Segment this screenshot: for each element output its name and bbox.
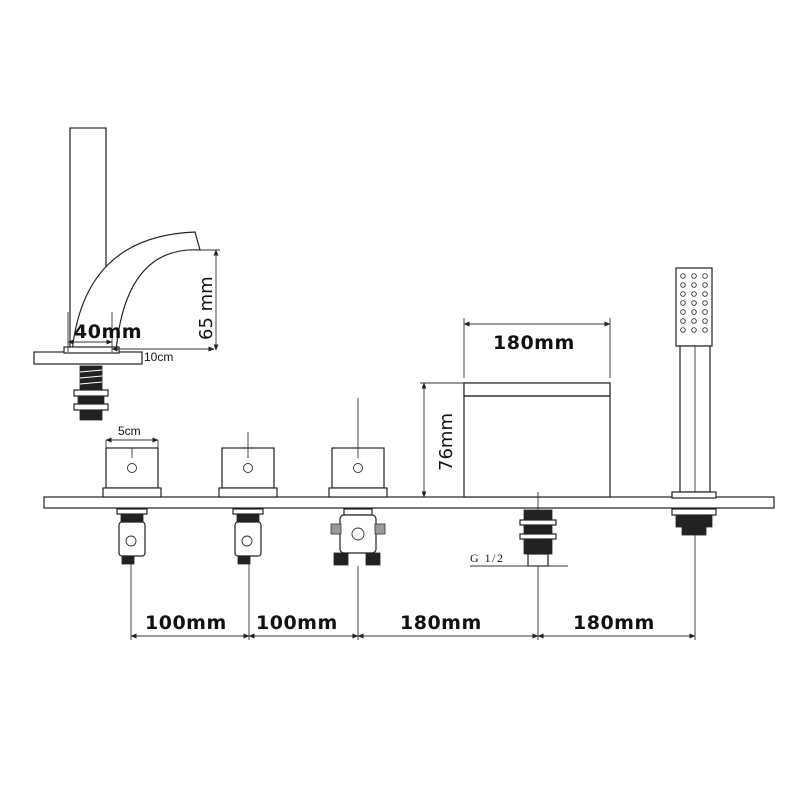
- dim-spout-height: 65 mm: [195, 249, 220, 351]
- handle-2: [218, 432, 278, 565]
- label-waterfall-width: 180mm: [493, 332, 575, 354]
- label-spacing-3: 180mm: [400, 612, 482, 634]
- label-thread: G 1/2: [470, 551, 505, 565]
- dim-waterfall-height: 76mm: [420, 382, 464, 498]
- dim-spout-base: 10cm: [111, 346, 215, 364]
- label-waterfall-height: 76mm: [436, 413, 457, 471]
- label-spout-height: 65 mm: [196, 276, 217, 340]
- deck-plate: [43, 496, 775, 509]
- label-spacing-1: 100mm: [145, 612, 227, 634]
- dim-handle-width: 5cm: [105, 424, 159, 448]
- dim-waterfall-width: 180mm: [463, 318, 611, 378]
- label-spout-base: 10cm: [144, 350, 173, 364]
- label-spacing-4: 180mm: [573, 612, 655, 634]
- bottom-dimension-chain: 100mm 100mm 180mm 180mm: [130, 564, 696, 640]
- dim-thread: G 1/2: [470, 551, 568, 567]
- label-spout-reach: 40mm: [74, 321, 142, 343]
- dim-spout-reach: 40mm: [67, 312, 142, 352]
- label-handle-width: 5cm: [118, 424, 141, 438]
- waterfall-spout: [463, 382, 611, 567]
- label-spacing-2: 100mm: [256, 612, 338, 634]
- shower-nozzle-grid: [680, 273, 708, 333]
- hand-shower: [671, 267, 717, 640]
- handle-1: [102, 447, 162, 565]
- spout-side-view: [33, 127, 201, 421]
- handle-3-diverter: [328, 398, 388, 566]
